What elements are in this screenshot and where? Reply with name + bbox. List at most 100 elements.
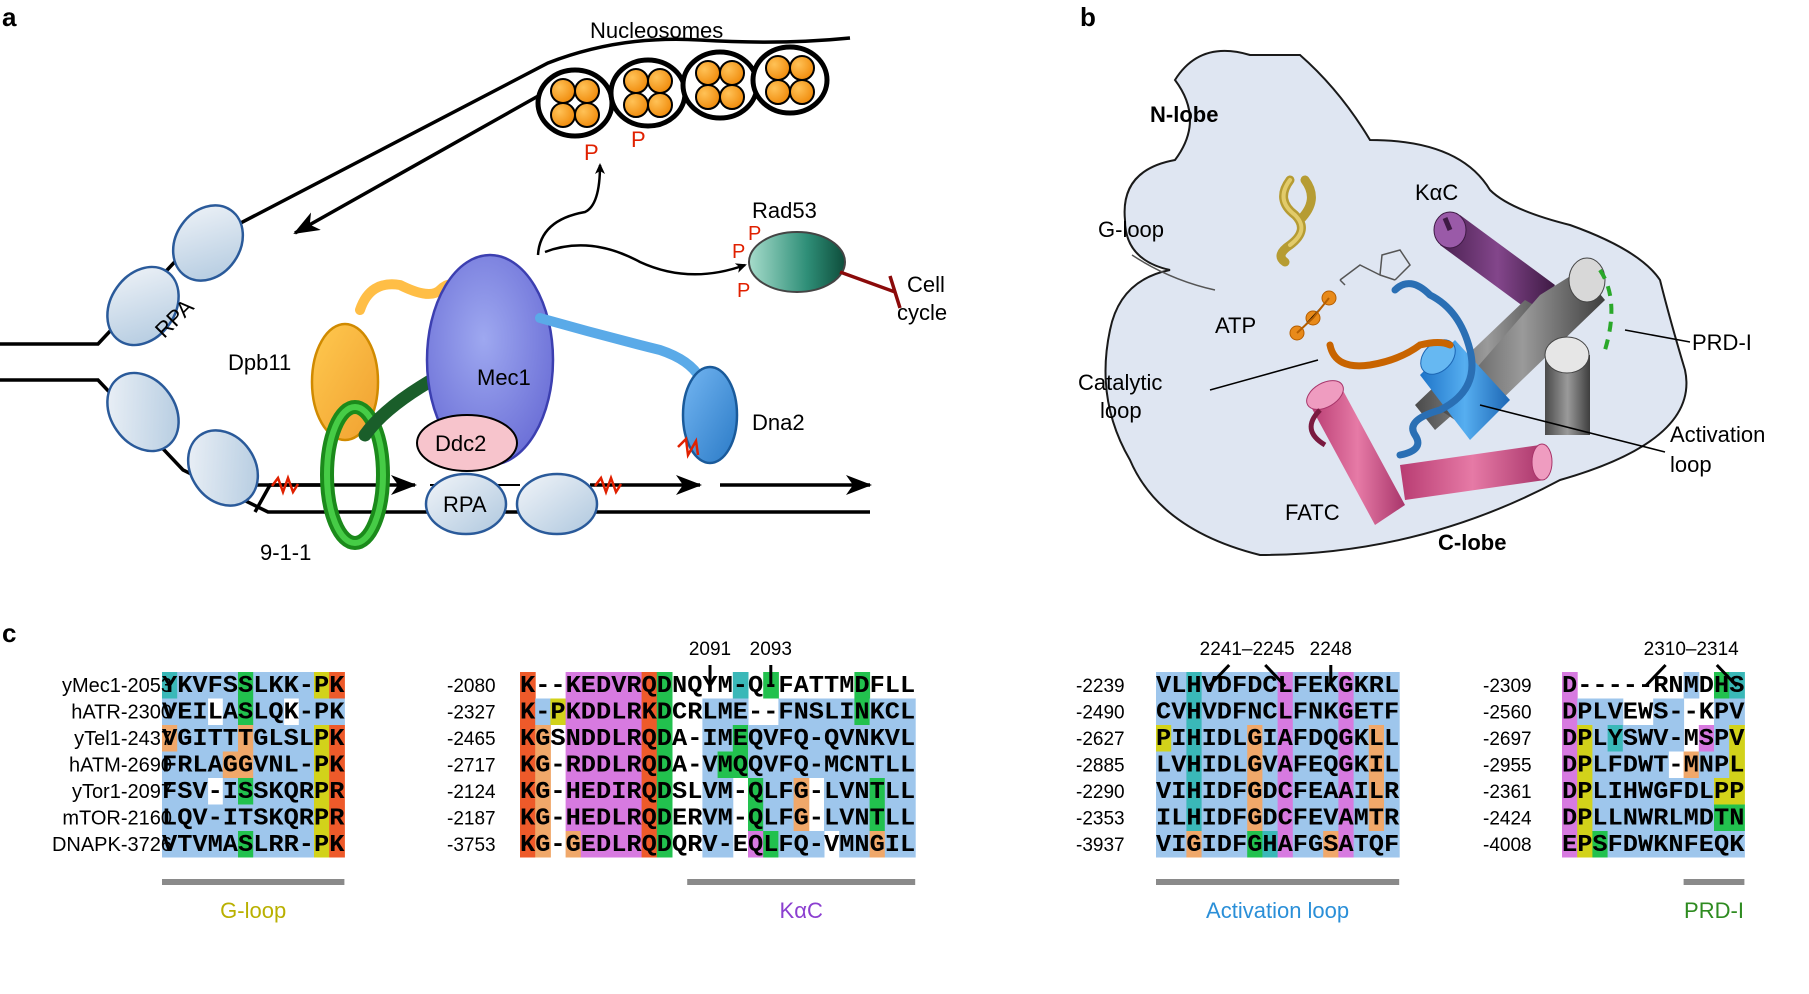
residue-highlight: [702, 778, 719, 805]
sequence-end-number: -4008: [1483, 835, 1532, 856]
residue-highlight: [1247, 831, 1263, 858]
residue-highlight: [1277, 778, 1294, 805]
rad53-label: Rad53: [752, 198, 817, 223]
residue-highlight: [1562, 831, 1578, 858]
residue-highlight: [1171, 804, 1187, 831]
residue-highlight: [1653, 751, 1669, 778]
residue-highlight: [884, 778, 901, 805]
sequence-block: ILHIDFGDCFEVAMTR: [1156, 806, 1400, 833]
residue-highlight: [1622, 751, 1639, 778]
residue-highlight: [1562, 672, 1578, 699]
residue-highlight: [778, 725, 795, 752]
residue-highlight: [1277, 751, 1294, 778]
rad53-p-3: P: [737, 280, 750, 302]
position-label: 2093: [750, 639, 792, 660]
sequence-end-number: -3753: [447, 835, 496, 856]
position-tick: [1264, 663, 1287, 688]
position-label: 2241–2245: [1200, 639, 1295, 660]
residue-highlight: [1698, 751, 1715, 778]
residue-highlight: [656, 804, 673, 831]
segment-bar: [1156, 879, 1400, 885]
activation-loop: [1391, 280, 1476, 459]
activation-label: Activation: [1670, 422, 1765, 447]
residue-highlight: [268, 725, 285, 752]
residue-highlight: [869, 725, 886, 752]
residue-highlight: [596, 698, 612, 725]
residue-highlight: [1338, 751, 1355, 778]
sequence-end-number: -2490: [1076, 703, 1125, 724]
residue-highlight: [1277, 725, 1294, 752]
residue-highlight: [238, 831, 254, 858]
residue-highlight: [611, 778, 627, 805]
residue-highlight: [162, 672, 178, 699]
panel-b: b N-lobe C-lobe G-loop KαC ATP Catalytic…: [1078, 2, 1765, 557]
residue-highlight: [329, 804, 345, 831]
residue-highlight: [1384, 804, 1400, 831]
residue-highlight: [207, 751, 224, 778]
residue-highlight: [1698, 804, 1715, 831]
residue-highlight: [253, 804, 269, 831]
residue-highlight: [1232, 725, 1248, 752]
residue-highlight: [283, 804, 300, 831]
residue-highlight: [298, 831, 315, 858]
residue-highlight: [192, 804, 209, 831]
residue-highlight: [1384, 778, 1400, 805]
sequence-end-number: -2361: [1483, 782, 1532, 803]
sequence-end-number: -2290: [1076, 782, 1125, 803]
sequence-block: DPLYSWV-MSPV: [1562, 726, 1745, 753]
residue-highlight: [1714, 751, 1730, 778]
panel-a: a Nucleosomes P P: [0, 2, 947, 565]
residue-highlight: [268, 804, 285, 831]
residue-highlight: [1201, 804, 1218, 831]
nucleosome-array: [535, 44, 830, 139]
prd-label: PRD-I: [1692, 330, 1752, 355]
sequence-name: mTOR-2160: [62, 808, 172, 830]
residue-highlight: [839, 725, 855, 752]
residue-highlight: [1262, 778, 1279, 805]
sequence-block: KG-GEDLRQDQRV-EQLFQ-VMNGIL: [520, 832, 915, 859]
sequence-block: VEILASLQK-PK: [162, 700, 345, 727]
segment-label: KαC: [780, 898, 823, 923]
residue-highlight: [1622, 831, 1639, 858]
residue-highlight: [329, 831, 345, 858]
phospho-p-2: P: [631, 127, 646, 152]
residue-highlight: [596, 804, 612, 831]
residue-highlight: [1292, 725, 1309, 752]
residue-highlight: [177, 831, 193, 858]
nine-one-one-label: 9-1-1: [260, 540, 311, 565]
residue-highlight: [1292, 698, 1309, 725]
residue-highlight: [732, 725, 749, 752]
residue-highlight: [177, 751, 193, 778]
residue-highlight: [1384, 698, 1400, 725]
residue-highlight: [580, 778, 597, 805]
residue-highlight: [1338, 831, 1355, 858]
residue-highlight: [1292, 778, 1309, 805]
residue-highlight: [808, 698, 825, 725]
residue-highlight: [641, 698, 658, 725]
residue-highlight: [520, 751, 536, 778]
residue-highlight: [314, 672, 330, 699]
residue-highlight: [283, 831, 300, 858]
residue-highlight: [656, 725, 673, 752]
residue-highlight: [1247, 751, 1263, 778]
residue-highlight: [1232, 698, 1248, 725]
residue-highlight: [1247, 778, 1263, 805]
residue-highlight: [565, 672, 582, 699]
residue-highlight: [207, 725, 224, 752]
residue-highlight: [314, 698, 330, 725]
cell-label: Cell: [907, 272, 945, 297]
sequence-end-number: -2309: [1483, 676, 1532, 697]
residue-highlight: [253, 672, 269, 699]
prd-i-dashed: [1598, 268, 1614, 351]
residue-highlight: [535, 698, 551, 725]
residue-highlight: [1683, 672, 1700, 699]
residue-highlight: [177, 778, 193, 805]
residue-highlight: [535, 751, 551, 778]
residue-highlight: [1384, 831, 1400, 858]
sequence-block: FRLAGGVNL-PK: [162, 753, 345, 780]
residue-highlight: [611, 725, 627, 752]
residue-highlight: [839, 698, 855, 725]
residue-highlight: [626, 804, 643, 831]
residue-highlight: [314, 725, 330, 752]
residue-highlight: [1338, 698, 1355, 725]
